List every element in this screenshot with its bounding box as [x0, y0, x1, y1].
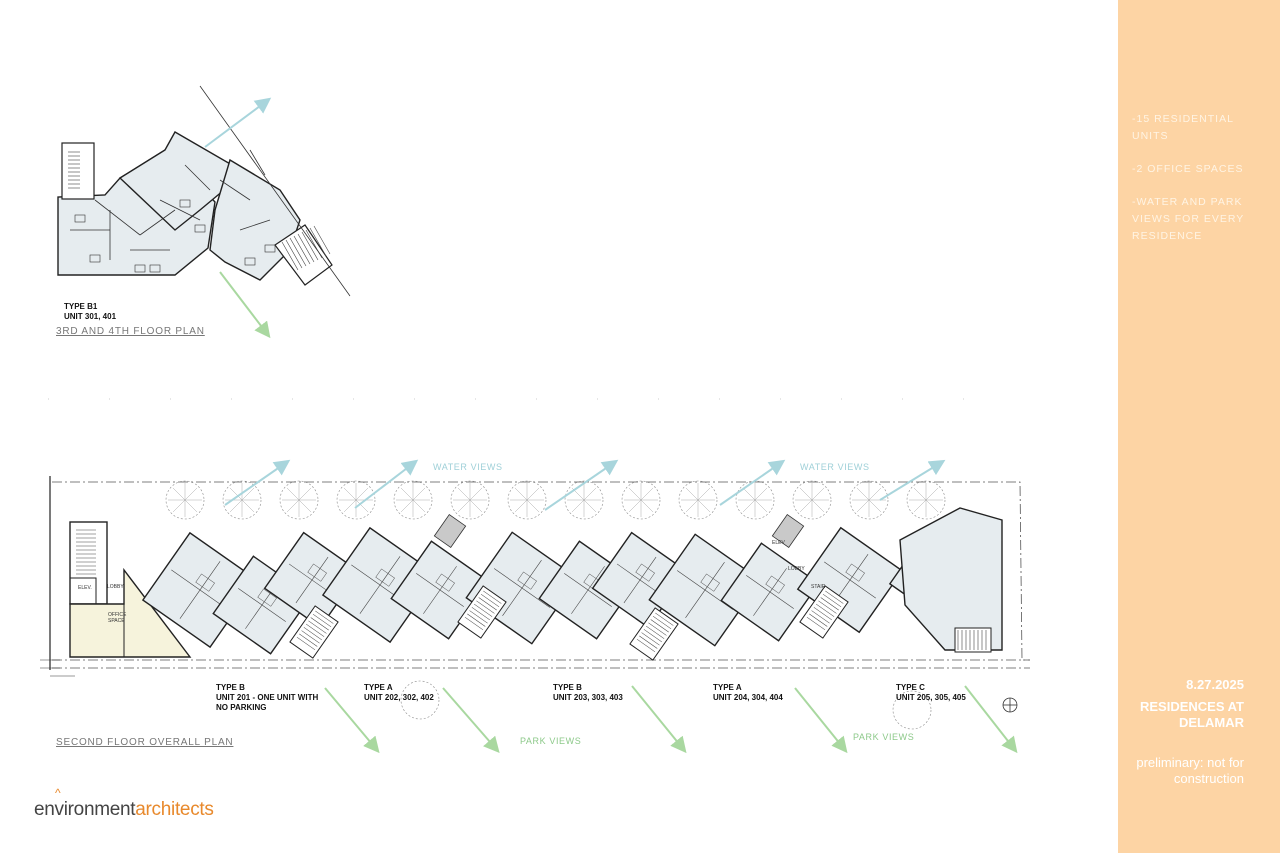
- tree-symbol: [792, 480, 832, 520]
- elevator-core: [433, 514, 467, 548]
- lower-plan-title: SECOND FLOOR OVERALL PLAN: [56, 737, 234, 748]
- upper-property-line: [199, 85, 351, 297]
- floor-plan-drawing: [40, 85, 1030, 754]
- stair-tower: [69, 521, 108, 605]
- unit-label-202: TYPE A UNIT 202, 302, 402: [364, 683, 464, 703]
- unit-label-201: TYPE B UNIT 201 - ONE UNIT WITH NO PARKI…: [216, 683, 326, 713]
- stair-core: [799, 585, 849, 639]
- park-views-label: PARK VIEWS: [520, 736, 582, 746]
- water-view-arrow: [544, 459, 619, 511]
- tree-symbol: [393, 480, 433, 520]
- tree-symbol: [564, 480, 604, 520]
- park-view-arrow: [964, 685, 1018, 754]
- unit-type: TYPE C: [896, 683, 925, 692]
- unit-numbers: UNIT 202, 302, 402: [364, 693, 434, 702]
- stair-label: STAIR: [811, 584, 826, 590]
- stair-core: [289, 605, 339, 659]
- stair-core: [457, 585, 507, 639]
- tree-symbol: [450, 480, 490, 520]
- project-highlights: -15 RESIDENTIAL UNITS -2 OFFICE SPACES -…: [1132, 111, 1250, 261]
- water-views-label: WATER VIEWS: [800, 462, 870, 472]
- park-views-label: PARK VIEWS: [853, 732, 915, 742]
- unit-numbers: UNIT 203, 303, 403: [553, 693, 623, 702]
- stair-core: [629, 607, 679, 661]
- park-view-arrow: [631, 685, 687, 754]
- logo-accent: architects: [135, 799, 214, 820]
- unit-type: TYPE B: [553, 683, 582, 692]
- tree-symbol: [507, 480, 547, 520]
- unit-type: TYPE B: [216, 683, 245, 692]
- preliminary-note: preliminary: not for construction: [1136, 755, 1244, 786]
- water-views-label: WATER VIEWS: [433, 462, 503, 472]
- tree-symbol: [849, 480, 889, 520]
- upper-stair: [61, 142, 95, 200]
- park-view-arrow: [324, 687, 380, 754]
- logo-caret-icon: ^: [55, 786, 61, 800]
- tree-symbol: [906, 480, 946, 520]
- highlight-item: -15 RESIDENTIAL UNITS: [1132, 113, 1234, 142]
- lobby-label: LOBBY: [107, 584, 124, 590]
- exterior-stair: [954, 627, 992, 653]
- upper-exterior-stair: [274, 224, 333, 286]
- upper-unit-label: UNIT 301, 401: [64, 312, 117, 321]
- water-view-arrow: [204, 97, 272, 148]
- unit-label-203: TYPE B UNIT 203, 303, 403: [553, 683, 653, 703]
- unit-numbers: UNIT 204, 304, 404: [713, 693, 783, 702]
- tree-symbol: [165, 480, 205, 520]
- project-date: 8.27.2025: [1186, 677, 1244, 692]
- unit-type: TYPE A: [364, 683, 393, 692]
- tree-symbol: [678, 480, 718, 520]
- tree-symbol: [400, 680, 440, 720]
- unit-type-c: [899, 507, 1003, 651]
- highlight-item: -WATER AND PARK VIEWS FOR EVERY RESIDENC…: [1132, 196, 1245, 242]
- elevator-core: [771, 514, 805, 548]
- highlight-item: -2 OFFICE SPACES: [1132, 163, 1244, 175]
- park-view-arrow: [442, 687, 500, 754]
- upper-unit-outline: [209, 158, 301, 281]
- tree-symbol: [336, 480, 376, 520]
- logo-prefix: environment: [34, 799, 136, 820]
- company-logo: environmentarchitects: [34, 799, 214, 821]
- park-view-arrow: [794, 687, 848, 754]
- project-sidebar: -15 RESIDENTIAL UNITS -2 OFFICE SPACES -…: [1118, 0, 1280, 853]
- unit-label-204: TYPE A UNIT 204, 304, 404: [713, 683, 813, 703]
- park-view-arrow: [219, 271, 271, 339]
- unit-numbers: UNIT 201 - ONE UNIT WITH NO PARKING: [216, 693, 319, 712]
- tree-symbol: [222, 480, 262, 520]
- lobby-label: LOBBY: [788, 566, 805, 572]
- tree-symbol: [621, 480, 661, 520]
- elev-label: ELEV: [772, 540, 785, 546]
- upper-type-label: TYPE B1: [64, 302, 98, 311]
- tree-symbol: [279, 480, 319, 520]
- office-space: [69, 567, 192, 658]
- elev-label: ELEV.: [78, 585, 92, 591]
- unit-type: TYPE A: [713, 683, 742, 692]
- water-view-arrow: [354, 459, 419, 509]
- water-view-arrow: [879, 459, 946, 501]
- office-space-label: OFFICE SPACE: [108, 612, 127, 624]
- water-view-arrow: [719, 459, 786, 506]
- unit-numbers: UNIT 205, 305, 405: [896, 693, 966, 702]
- property-line: [52, 481, 1030, 661]
- upper-plan-title: 3RD AND 4TH FLOOR PLAN: [56, 326, 205, 337]
- project-title: RESIDENCES AT DELAMAR: [1139, 699, 1244, 730]
- tree-symbol: [892, 690, 932, 730]
- water-view-arrow: [224, 459, 291, 506]
- unit-label-205: TYPE C UNIT 205, 305, 405: [896, 683, 996, 703]
